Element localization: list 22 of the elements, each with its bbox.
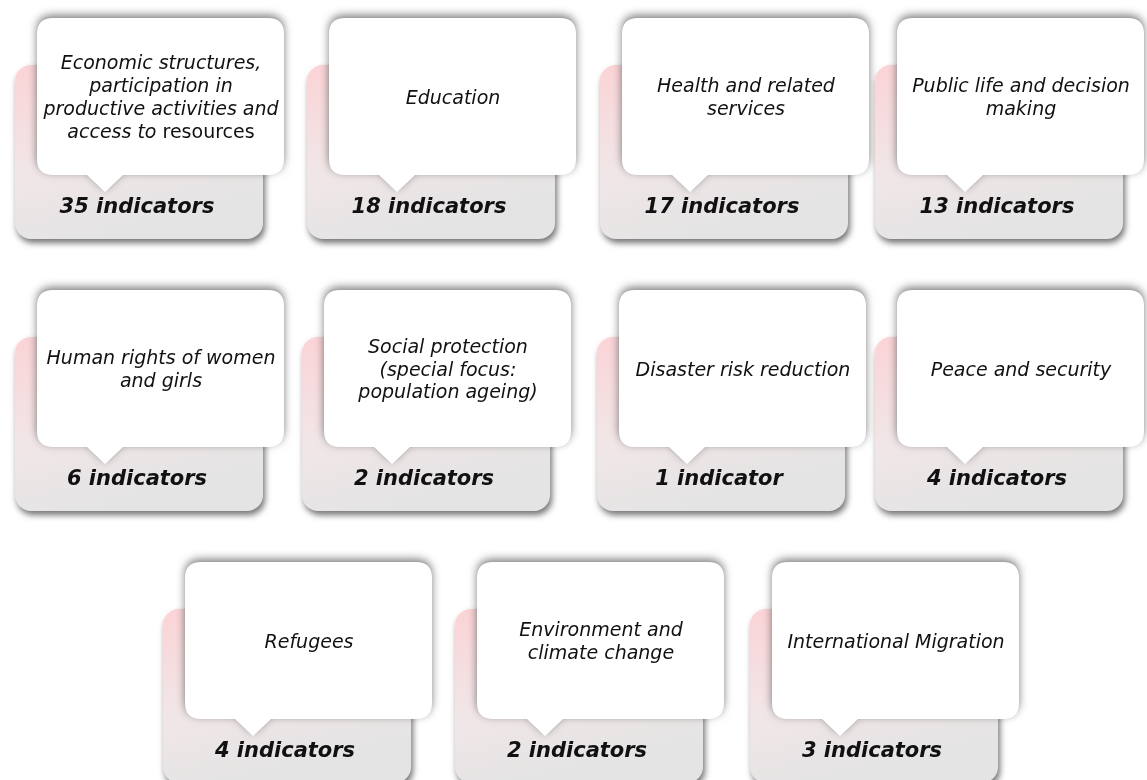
indicator-count: 18 indicators	[350, 194, 508, 218]
topic-text: Education	[404, 84, 502, 110]
topic-text: Public life and decision making	[911, 73, 1131, 121]
indicator-count: 6 indicators	[65, 466, 209, 490]
topic-text: Human rights of women and girls	[45, 345, 277, 393]
topic-text: Environment and climate change	[518, 617, 684, 665]
topic-text: Social protection (special focus: population ageing)	[357, 333, 539, 405]
topic-text: Economic structures, participation in productive activities and access to resources	[43, 50, 279, 144]
topic-text: Refugees	[263, 628, 355, 654]
topic-text: International Migration	[786, 628, 1006, 654]
topic-text: Health and related services	[656, 73, 836, 121]
indicator-count: 3 indicators	[800, 738, 944, 762]
topic-text: Disaster risk reduction	[634, 356, 852, 382]
indicator-count: 2 indicators	[505, 738, 649, 762]
indicator-count: 13 indicators	[918, 194, 1076, 218]
indicator-count: 1 indicator	[654, 466, 785, 490]
indicator-count: 4 indicators	[925, 466, 1069, 490]
topic-text: Peace and security	[929, 356, 1113, 382]
indicator-count: 4 indicators	[213, 738, 357, 762]
indicator-count: 35 indicators	[58, 194, 216, 218]
indicator-count: 17 indicators	[643, 194, 801, 218]
indicator-count: 2 indicators	[352, 466, 496, 490]
